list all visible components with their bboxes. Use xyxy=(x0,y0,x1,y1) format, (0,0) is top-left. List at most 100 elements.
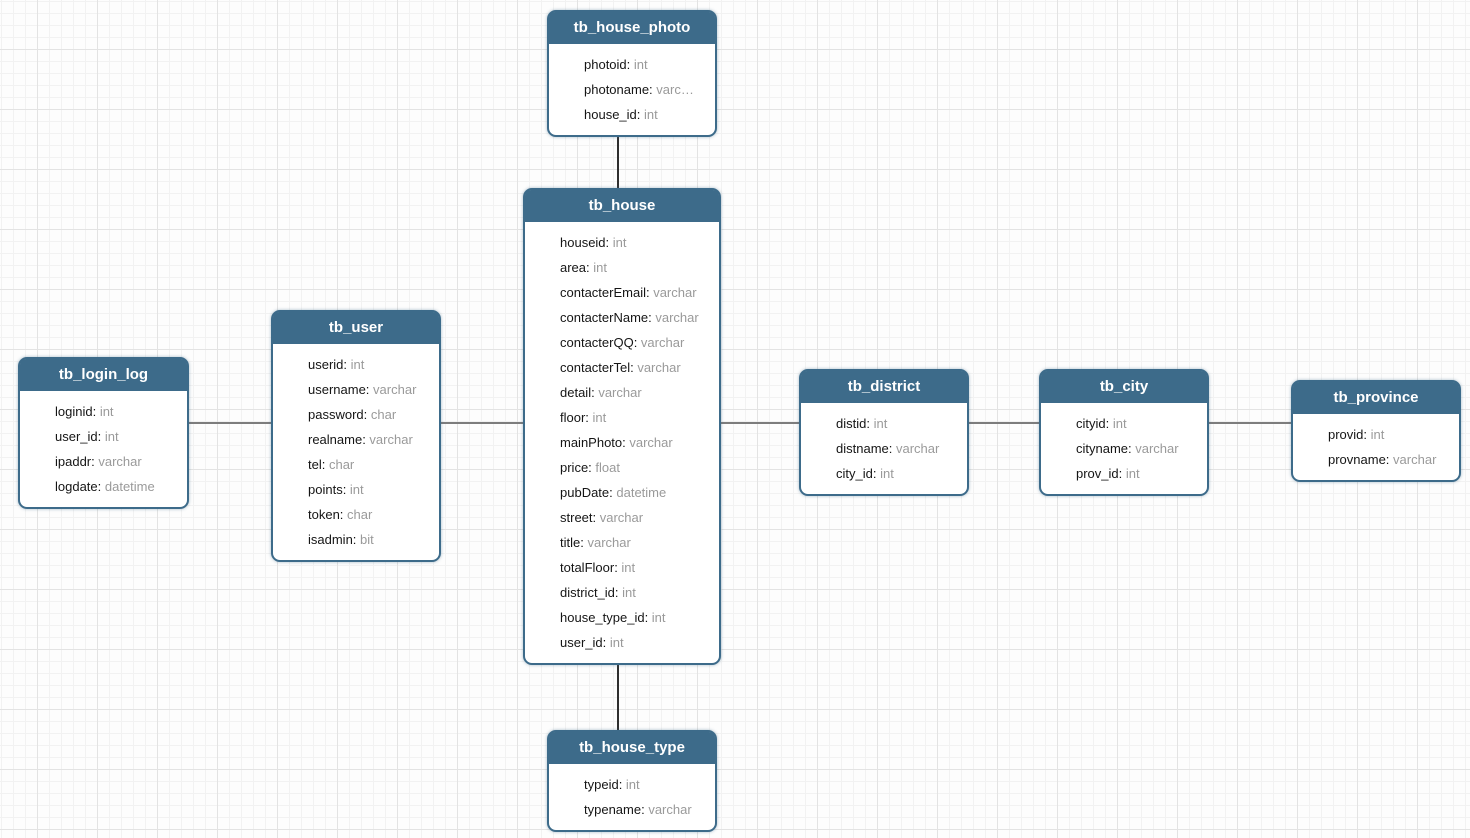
table-title: tb_user xyxy=(273,312,439,344)
field-type: int xyxy=(880,466,894,481)
table-title: tb_district xyxy=(801,371,967,403)
field-row: cityname: varchar xyxy=(1041,436,1207,461)
field-type: varchar xyxy=(640,335,685,350)
field-type: int xyxy=(592,410,607,425)
field-row: street: varchar xyxy=(525,505,719,530)
field-type: float xyxy=(595,460,620,475)
field-name: house_id: xyxy=(584,107,644,122)
table-title: tb_house_photo xyxy=(549,12,715,44)
field-name: contacterQQ: xyxy=(560,335,641,350)
field-row: username: varchar xyxy=(273,377,439,402)
field-row: cityid: int xyxy=(1041,411,1207,436)
field-name: userid: xyxy=(308,357,351,372)
field-name: detail: xyxy=(560,385,599,400)
field-name: house_type_id: xyxy=(560,610,652,625)
field-type: int xyxy=(625,777,640,792)
field-row: user_id: int xyxy=(20,424,187,449)
field-type: varc… xyxy=(656,82,694,97)
field-row: typeid: int xyxy=(549,772,715,797)
field-type: int xyxy=(349,482,364,497)
field-type: int xyxy=(873,416,888,431)
field-row: password: char xyxy=(273,402,439,427)
field-name: user_id: xyxy=(560,635,610,650)
field-row: userid: int xyxy=(273,352,439,377)
field-row: house_id: int xyxy=(549,102,715,127)
field-type: int xyxy=(99,404,114,419)
field-type: varchar xyxy=(369,432,413,447)
field-type: int xyxy=(644,107,658,122)
field-row: pubDate: datetime xyxy=(525,480,719,505)
field-type: datetime xyxy=(104,479,155,494)
field-name: street: xyxy=(560,510,600,525)
field-name: points: xyxy=(308,482,350,497)
field-name: area: xyxy=(560,260,594,275)
field-row: loginid: int xyxy=(20,399,187,424)
field-name: logdate: xyxy=(55,479,105,494)
field-row: typename: varchar xyxy=(549,797,715,822)
field-type: char xyxy=(347,507,373,522)
field-row: ipaddr: varchar xyxy=(20,449,187,474)
field-name: floor: xyxy=(560,410,593,425)
field-row: isadmin: bit xyxy=(273,527,439,552)
field-type: varchar xyxy=(599,510,644,525)
field-row: contacterName: varchar xyxy=(525,305,719,330)
relationship-line-house-housetype[interactable] xyxy=(617,663,619,733)
field-row: distid: int xyxy=(801,411,967,436)
table-title: tb_house_type xyxy=(549,732,715,764)
field-type: varchar xyxy=(637,360,681,375)
field-name: mainPhoto: xyxy=(560,435,630,450)
field-type: varchar xyxy=(895,441,940,456)
relationship-line-housephoto-house[interactable] xyxy=(617,130,619,190)
field-row: house_type_id: int xyxy=(525,605,719,630)
table-title: tb_city xyxy=(1041,371,1207,403)
field-type: varchar xyxy=(653,285,697,300)
field-type: varchar xyxy=(1393,452,1437,467)
field-row: distname: varchar xyxy=(801,436,967,461)
field-type: int xyxy=(612,235,627,250)
field-name: provname: xyxy=(1328,452,1394,467)
field-type: int xyxy=(621,560,636,575)
field-name: cityid: xyxy=(1076,416,1113,431)
field-name: distid: xyxy=(836,416,874,431)
field-row: contacterTel: varchar xyxy=(525,355,719,380)
field-name: isadmin: xyxy=(308,532,361,547)
field-type: int xyxy=(350,357,365,372)
field-row: floor: int xyxy=(525,405,719,430)
field-type: int xyxy=(104,429,119,444)
field-row: user_id: int xyxy=(525,630,719,655)
field-type: varchar xyxy=(1135,441,1179,456)
field-row: realname: varchar xyxy=(273,427,439,452)
field-name: password: xyxy=(308,407,371,422)
field-name: provid: xyxy=(1328,427,1371,442)
field-name: ipaddr: xyxy=(55,454,99,469)
field-row: provname: varchar xyxy=(1293,447,1459,472)
field-name: contacterEmail: xyxy=(560,285,654,300)
field-type: char xyxy=(370,407,397,422)
field-name: district_id: xyxy=(560,585,623,600)
field-type: varchar xyxy=(598,385,642,400)
table-title: tb_login_log xyxy=(20,359,187,391)
field-name: token: xyxy=(308,507,348,522)
relationship-line-main-horizontal[interactable] xyxy=(189,422,1291,424)
field-row: houseid: int xyxy=(525,230,719,255)
field-name: contacterTel: xyxy=(560,360,638,375)
field-type: int xyxy=(1112,416,1127,431)
field-name: typename: xyxy=(584,802,649,817)
field-name: typeid: xyxy=(584,777,626,792)
field-name: username: xyxy=(308,382,374,397)
